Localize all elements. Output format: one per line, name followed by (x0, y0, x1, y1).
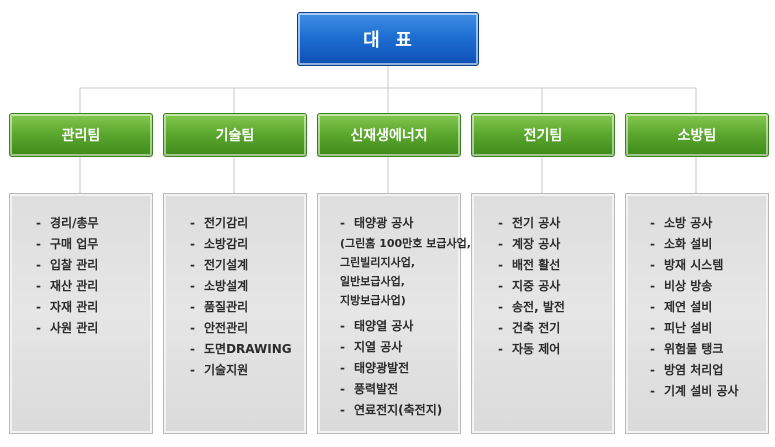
duty-item: -사원 관리 (36, 321, 99, 335)
duty-note: 지방보급사업) (340, 294, 406, 307)
team-header-technical: 기술팀 (163, 113, 307, 157)
duty-item: -지열 공사 (340, 340, 403, 354)
duty-item: -연료전지(축전지) (340, 403, 443, 417)
duty-item: -제연 설비 (650, 300, 713, 314)
duty-item: -입찰 관리 (36, 258, 99, 272)
duty-item: -태양광 공사 (340, 216, 414, 230)
ceo-label: 대 표 (363, 30, 413, 51)
duty-item: -소방감리 (190, 237, 249, 251)
duty-note: 일반보급사업, (340, 275, 405, 288)
duties-panel-technical: -전기감리 -소방감리 -전기설계 -소방설계 -품질관리 -안전관리 -도면D… (163, 193, 307, 434)
duty-item: -방재 시스템 (650, 258, 724, 272)
team-name: 기술팀 (215, 128, 255, 144)
duty-item: -안전관리 (190, 321, 249, 335)
duty-item: -품질관리 (190, 300, 249, 314)
duty-item: -전기 공사 (498, 216, 561, 230)
duty-item: -위험물 탱크 (650, 342, 724, 356)
duty-item: -송전, 발전 (498, 300, 565, 314)
duty-item: -소방 공사 (650, 216, 713, 230)
duty-item: -태양열 공사 (340, 319, 414, 333)
duty-item: -소방설계 (190, 279, 249, 293)
duty-item: -재산 관리 (36, 279, 99, 293)
duty-item: -건축 전기 (498, 321, 561, 335)
duty-item: -기계 설비 공사 (650, 384, 739, 398)
duties-panel-management: -경리/총무 -구매 업무 -입찰 관리 -재산 관리 -자재 관리 -사원 관… (9, 193, 153, 434)
duty-item: -지중 공사 (498, 279, 561, 293)
team-header-renewable-energy: 신재생에너지 (317, 113, 461, 157)
duty-item: -경리/총무 (36, 216, 99, 230)
duty-note: (그린홈 100만호 보급사업, (340, 237, 471, 250)
duty-note: 그린빌리지사업, (340, 256, 416, 269)
team-header-electrical: 전기팀 (471, 113, 615, 157)
duty-item: -비상 방송 (650, 279, 713, 293)
duty-item: -전기감리 (190, 216, 249, 230)
duties-panel-renewable-energy: -태양광 공사 (그린홈 100만호 보급사업, 그린빌리지사업, 일반보급사업… (317, 193, 471, 434)
team-name: 관리팀 (61, 128, 101, 144)
duty-item: -계장 공사 (498, 237, 561, 251)
duty-item: -자재 관리 (36, 300, 99, 314)
duty-item: -전기설계 (190, 258, 249, 272)
duties-panel-electrical: -전기 공사 -계장 공사 -배전 활선 -지중 공사 -송전, 발전 -건축 … (471, 193, 615, 434)
team-header-fire-protection: 소방팀 (625, 113, 769, 157)
duty-item: -도면DRAWING (190, 342, 292, 356)
duty-item: -피난 설비 (650, 321, 713, 335)
duty-item: -구매 업무 (36, 237, 99, 251)
duty-item: -배전 활선 (498, 258, 561, 272)
team-name: 소방팀 (677, 128, 717, 144)
duties-panel-fire-protection: -소방 공사 -소화 설비 -방재 시스템 -비상 방송 -제연 설비 -피난 … (625, 193, 769, 434)
team-header-management: 관리팀 (9, 113, 153, 157)
duty-item: -풍력발전 (340, 382, 399, 396)
team-name: 전기팀 (523, 128, 563, 144)
duty-item: -기술지원 (190, 363, 249, 377)
duty-item: -소화 설비 (650, 237, 713, 251)
ceo-box: 대 표 (297, 12, 479, 66)
team-name: 신재생에너지 (350, 128, 428, 144)
duty-item: -방염 처리업 (650, 363, 724, 377)
duty-item: -자동 제어 (498, 342, 561, 356)
duty-item: -태양광발전 (340, 361, 410, 375)
